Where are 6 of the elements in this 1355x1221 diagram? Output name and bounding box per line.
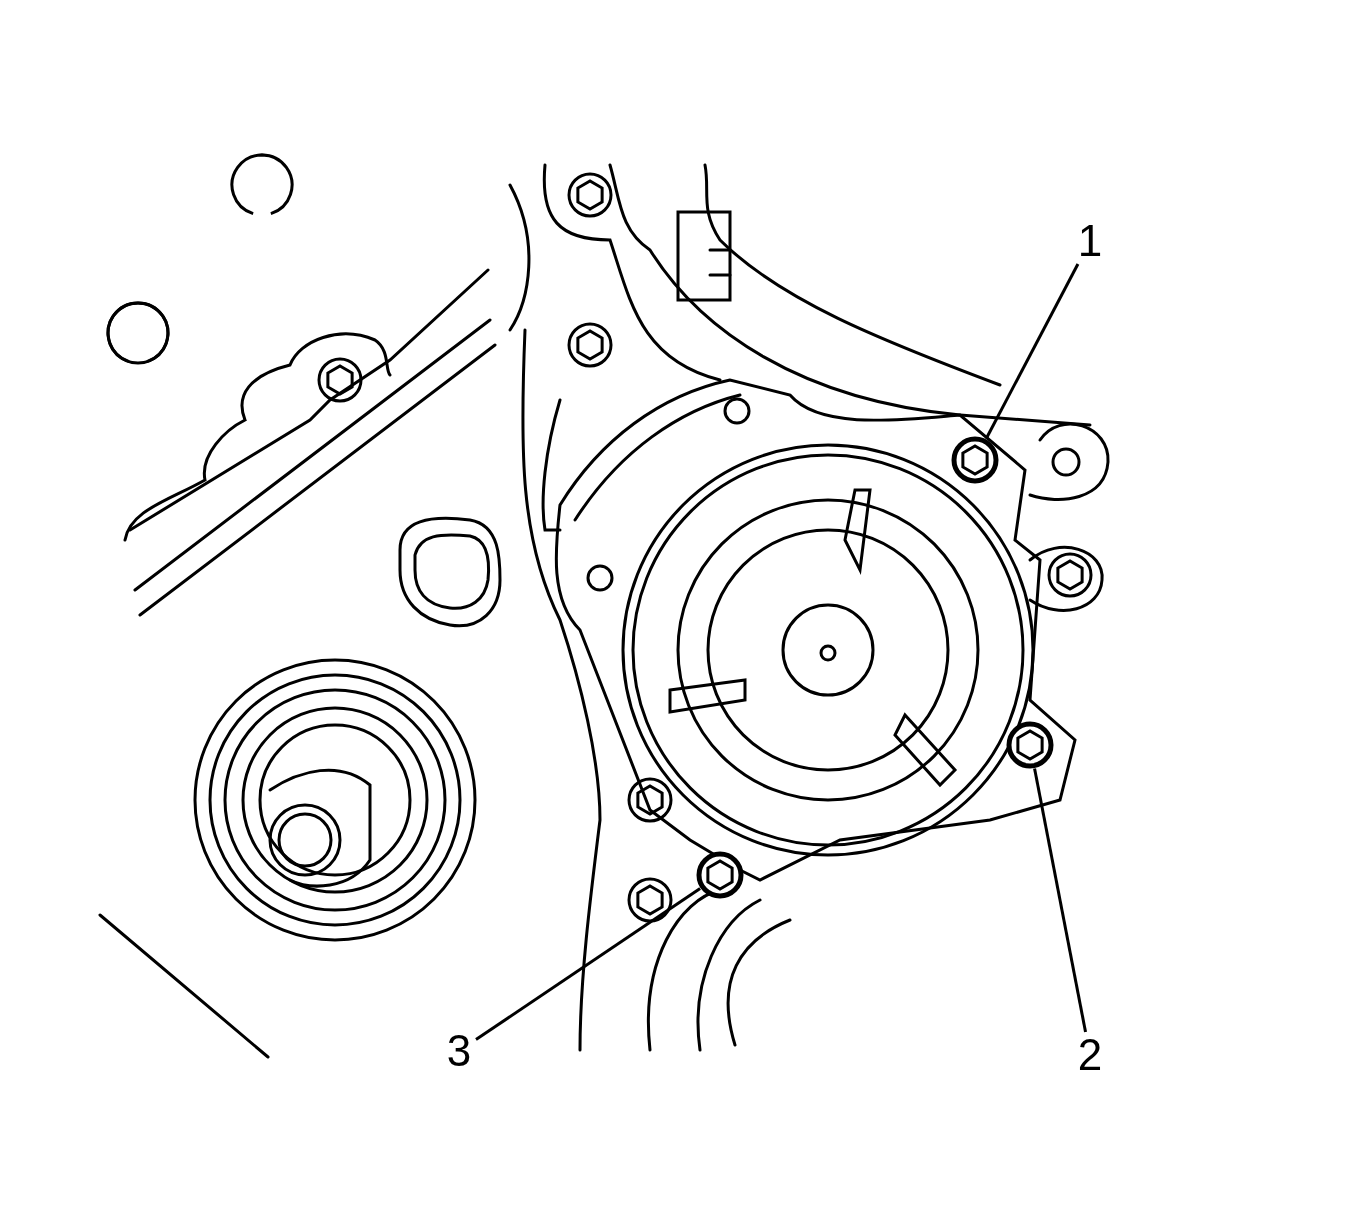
- callout-number: 2: [1076, 1032, 1104, 1078]
- leader-line: [1033, 768, 1088, 1033]
- callout-number: 1: [1076, 218, 1104, 264]
- leader-line: [984, 263, 1080, 440]
- callout-number: 3: [445, 1028, 473, 1074]
- leader-line: [475, 887, 701, 1041]
